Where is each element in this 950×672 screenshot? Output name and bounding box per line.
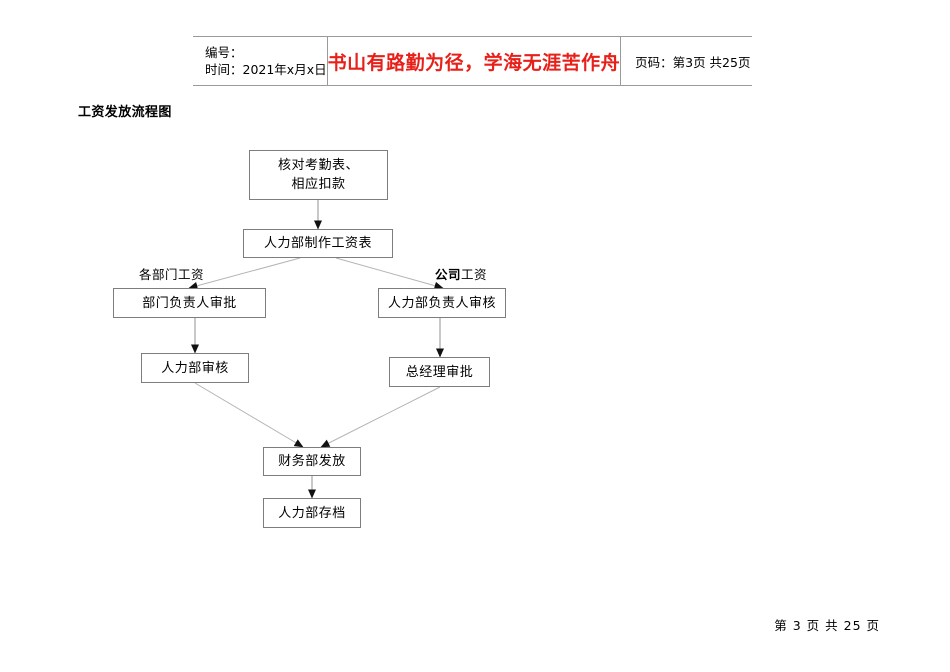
header-cell-page-info: 页码：第3页 共25页 (621, 37, 752, 85)
branch-label-dept-salary: 各部门工资 (139, 264, 204, 283)
header-cell-motto: 书山有路勤为径，学海无涯苦作舟 (328, 37, 622, 85)
page-title: 工资发放流程图 (78, 105, 172, 120)
flow-box-hr-head-review: 人力部负责人审核 (378, 288, 506, 318)
header-cell-document-info: 编号： 时间：2021年x月x日 (193, 37, 328, 85)
connector-gm-to-finance (320, 386, 441, 448)
branch-label-company-salary-bold: 公司 (435, 267, 462, 282)
motto-text: 书山有路勤为径，学海无涯苦作舟 (327, 51, 621, 74)
flow-box-hr-review: 人力部审核 (141, 353, 249, 383)
doc-number-label: 编号： (205, 45, 243, 60)
connector-payroll-to-hr-head (335, 257, 444, 290)
branch-label-company-salary-text: 工资 (461, 267, 488, 282)
document-header-band: 编号： 时间：2021年x月x日 书山有路勤为径，学海无涯苦作舟 页码：第3页 … (193, 36, 752, 86)
flow-box-hr-make-payroll: 人力部制作工资表 (243, 229, 393, 258)
branch-label-dept-salary-text: 各部门工资 (139, 267, 205, 282)
branch-label-company-salary: 公司工资 (435, 264, 487, 283)
header-page-info: 页码：第3页 共25页 (635, 54, 751, 70)
flow-box-dept-head-approve: 部门负责人审批 (113, 288, 266, 318)
flow-box-check-attendance: 核对考勤表、 相应扣款 (249, 150, 388, 200)
flow-box-hr-archive: 人力部存档 (263, 498, 361, 528)
footer-page-number: 第 3 页 共 25 页 (774, 618, 880, 633)
flow-box-gm-approve: 总经理审批 (389, 357, 490, 387)
flow-box-finance-pay: 财务部发放 (263, 447, 361, 476)
connector-hr-review-to-finance (194, 382, 304, 448)
doc-time-label: 时间：2021年x月x日 (205, 62, 327, 77)
connector-payroll-to-dept-head (188, 257, 301, 290)
